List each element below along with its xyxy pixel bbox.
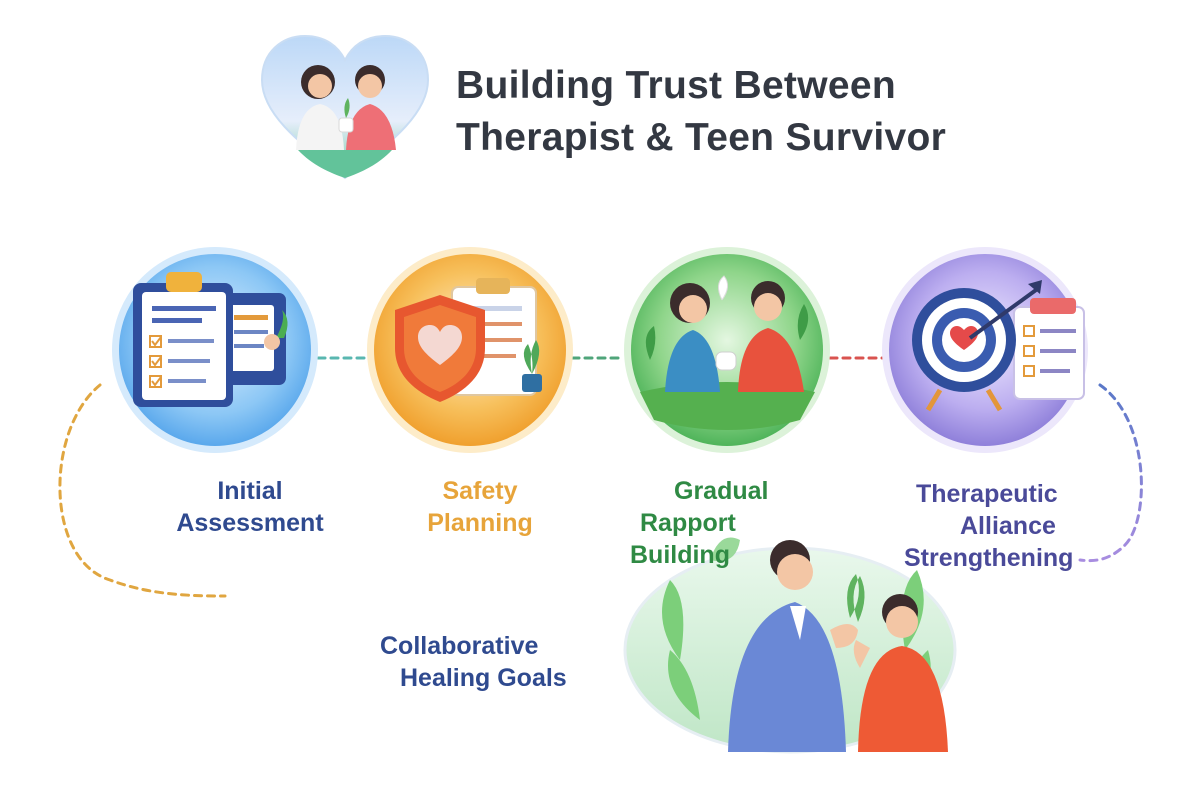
stage-label-line: Healing Goals	[400, 664, 567, 692]
stage-1-circle	[112, 247, 318, 453]
stage-label-line: Strengthening	[904, 544, 1074, 572]
target-heart-arrow-icon	[912, 280, 1085, 412]
title-line-2: Therapist & Teen Survivor	[456, 116, 947, 159]
two-people-talking-icon	[640, 275, 815, 430]
stage-label-line: Planning	[427, 509, 533, 537]
stage-label-therapeutic-alliance-strengthening: Therapeutic Alliance Strengthening	[890, 478, 1110, 574]
stage-label-safety-planning: Safety Planning	[360, 475, 600, 539]
stage-label-line: Therapeutic	[916, 480, 1058, 508]
connector-loop-left	[58, 383, 227, 598]
page-title: Building Trust Between Therapist & Teen …	[456, 60, 1076, 164]
stage-label-line: Rapport	[640, 509, 736, 537]
stage-label-line: Building	[630, 541, 730, 569]
stage-label-gradual-rapport-building: Gradual Rapport Building	[630, 475, 850, 571]
stage-label-line: Initial	[217, 477, 283, 505]
connector-loop-right	[1078, 383, 1143, 563]
stage-label-line: Assessment	[176, 509, 324, 537]
stage-4-circle	[882, 247, 1088, 453]
stage-label-collaborative-healing-goals: Collaborative Healing Goals	[380, 630, 640, 694]
therapist-and-teen-icon	[662, 537, 948, 752]
clipboard-checklist-icon	[133, 272, 288, 407]
heart-shield-icon	[395, 278, 542, 402]
stage-3-circle	[624, 247, 830, 453]
connector-paths	[58, 356, 1143, 598]
heart-people-icon	[260, 34, 430, 180]
stage-2-circle	[367, 247, 573, 453]
stage-label-initial-assessment: Initial Assessment	[130, 475, 370, 539]
stage-label-line: Alliance	[960, 512, 1056, 540]
title-line-1: Building Trust Between	[456, 64, 896, 107]
stage-5-scene	[623, 537, 957, 754]
stage-label-line: Safety	[442, 477, 518, 505]
stage-label-line: Collaborative	[380, 632, 539, 660]
stage-label-line: Gradual	[674, 477, 769, 505]
